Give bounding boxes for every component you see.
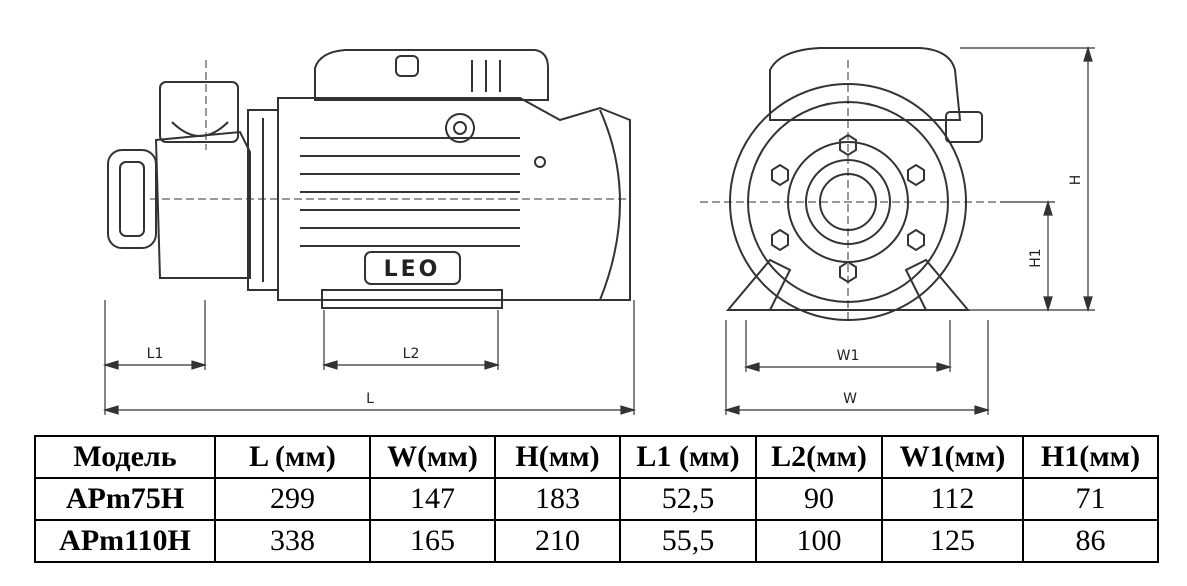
- pump-side-view: [107, 49, 631, 309]
- cell-l: 299: [214, 477, 371, 521]
- cell-h: 183: [494, 477, 621, 521]
- pump-technical-drawing: LEO: [102, 45, 1095, 415]
- table-row: APm75H 299 147 183 52,5 90 112 71: [34, 477, 1159, 521]
- header-l: L (мм): [214, 435, 371, 479]
- header-w: W(мм): [369, 435, 496, 479]
- header-l1: L1 (мм): [619, 435, 757, 479]
- dim-label-l: L: [366, 391, 374, 407]
- cell-w: 147: [369, 477, 496, 521]
- dim-label-l2: L2: [403, 346, 420, 362]
- cell-h: 210: [494, 519, 621, 563]
- dim-label-h: H: [1068, 175, 1084, 186]
- table-row: APm110H 338 165 210 55,5 100 125 86: [34, 519, 1159, 563]
- cell-w1: 112: [881, 477, 1024, 521]
- cell-l1: 55,5: [619, 519, 757, 563]
- pump-front-view: [700, 47, 1000, 321]
- header-l2: L2(мм): [755, 435, 883, 479]
- cell-w: 165: [369, 519, 496, 563]
- table-header-row: Модель L (мм) W(мм) H(мм) L1 (мм) L2(мм)…: [34, 435, 1159, 479]
- cell-w1: 125: [881, 519, 1024, 563]
- cell-l: 338: [214, 519, 371, 563]
- dim-label-w1: W1: [837, 348, 860, 364]
- dim-label-h1: H1: [1028, 248, 1044, 267]
- cell-model: APm75H: [34, 477, 216, 521]
- header-h1: H1(мм): [1022, 435, 1159, 479]
- cell-h1: 71: [1022, 477, 1159, 521]
- header-h: H(мм): [494, 435, 621, 479]
- specs-table: Модель L (мм) W(мм) H(мм) L1 (мм) L2(мм)…: [34, 435, 1159, 563]
- cell-l1: 52,5: [619, 477, 757, 521]
- cell-l2: 100: [755, 519, 883, 563]
- cell-h1: 86: [1022, 519, 1159, 563]
- dim-label-l1: L1: [147, 346, 164, 362]
- cell-model: APm110H: [34, 519, 216, 563]
- header-w1: W1(мм): [881, 435, 1024, 479]
- header-model: Модель: [34, 435, 216, 479]
- brand-logo: LEO: [384, 257, 441, 282]
- dim-label-w: W: [843, 391, 857, 407]
- dimension-lines: [102, 45, 1095, 415]
- cell-l2: 90: [755, 477, 883, 521]
